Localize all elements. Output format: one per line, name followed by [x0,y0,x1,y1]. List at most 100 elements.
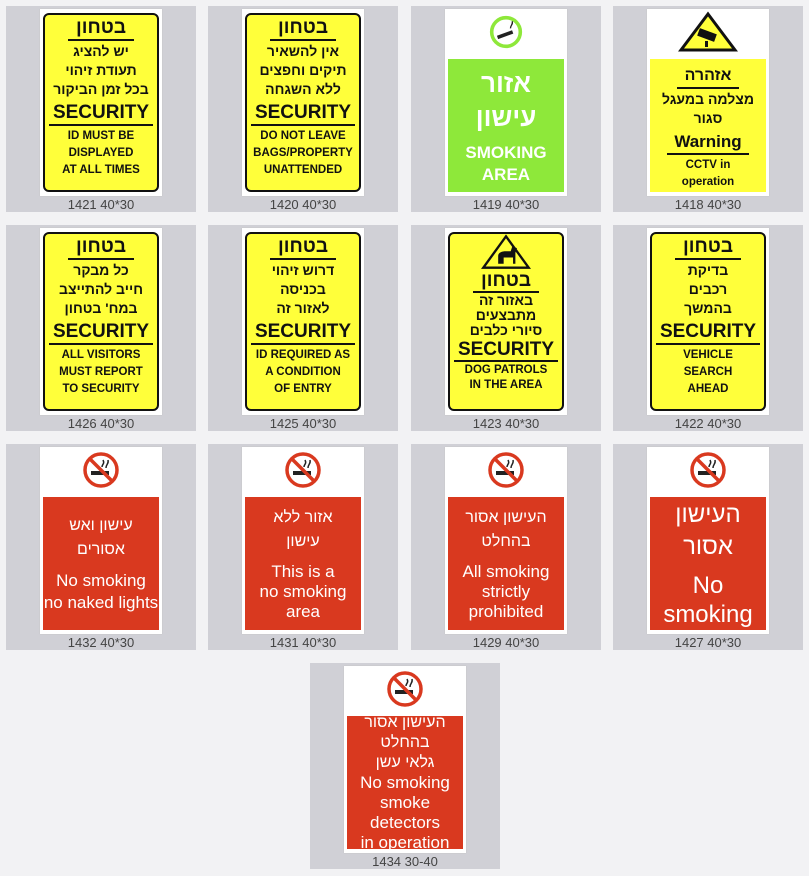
hebrew-line: סגור [693,110,723,126]
sign-security-label: SECURITY [251,102,355,126]
english-line: DO NOT LEAVE [260,130,346,142]
english-line: prohibited [468,601,544,621]
sign-security-label: SECURITY [49,102,153,126]
english-line: area [285,601,321,621]
hebrew-line: בהחלט [380,733,430,751]
hebrew-line: אסור [683,532,733,560]
hebrew-line: מצלמה במעגל [661,91,754,107]
hebrew-line: עישון [286,532,320,550]
english-line: ID MUST BE [67,130,135,142]
english-line: BAGS/PROPERTY [253,147,353,159]
sign-title: בטחון [472,271,539,293]
sign-title: בטחון [269,236,336,260]
english-line: ALL VISITORS [61,349,141,361]
english-line: This is a [271,561,335,581]
english-line: in operation [360,832,450,852]
product-caption: 1429 40*30 [472,635,540,650]
english-line: OF ENTRY [274,383,332,395]
english-line: No smoking [360,772,450,792]
hebrew-line: גלאי עשן [375,753,435,771]
hebrew-line: תעודת זיהוי [65,62,137,78]
hebrew-line: בהחלט [481,532,531,550]
sign-security-label: SECURITY [454,340,558,362]
sign-warning-label: Warning [667,131,749,155]
english-line: VEHICLE [683,349,733,361]
no-smoking-icon [40,447,162,493]
english-line: MUST REPORT [59,366,143,378]
english-line: A CONDITION [265,366,341,378]
english-line: IN THE AREA [469,379,543,391]
hebrew-line: העישון אסור [364,713,446,731]
hebrew-line: דרוש זיהוי [271,262,335,278]
hebrew-line: עישון [475,101,537,132]
english-line: SMOKING [465,142,547,162]
hebrew-line: בכל זמן הביקור [53,81,149,97]
product-caption: 1422 40*30 [674,416,742,431]
hebrew-line: אסורים [77,540,125,558]
english-line: All smoking [462,561,550,581]
hebrew-line: לאזור זה [276,300,330,316]
sign-security-label: SECURITY [49,321,153,345]
smoking-icon [445,9,567,55]
english-line: smoking [663,600,753,628]
hebrew-line: באזור זה [478,292,534,308]
hebrew-line: רכבים [688,281,728,297]
hebrew-line: כל מבקר [73,262,129,278]
hebrew-line: תיקים וחפצים [259,62,347,78]
hebrew-line: עישון ואש [69,516,133,534]
english-line: no smoking [259,581,347,601]
product-caption: 1419 40*30 [472,197,540,212]
no-smoking-icon [242,447,364,493]
english-line: CCTV in [685,159,731,171]
hebrew-line: במח' בטחון [64,300,138,316]
hebrew-line: מתבצעים [475,307,537,323]
english-line: UNATTENDED [263,164,343,176]
english-line: smoke detectors [370,792,440,832]
product-caption: 1421 40*30 [67,197,135,212]
hebrew-line: ללא השגחה [265,81,341,97]
english-line: AREA [481,164,531,184]
sign-title: אזהרה [676,65,740,89]
product-caption: 1418 40*30 [674,197,742,212]
product-caption: 1420 40*30 [269,197,337,212]
cctv-camera-warning-icon [647,9,769,55]
no-smoking-icon [344,666,466,712]
hebrew-line: העישון [675,500,741,528]
hebrew-line: בהמשך [684,300,732,316]
hebrew-line: יש להציג [73,43,129,59]
sign-title: בטחון [269,17,336,41]
